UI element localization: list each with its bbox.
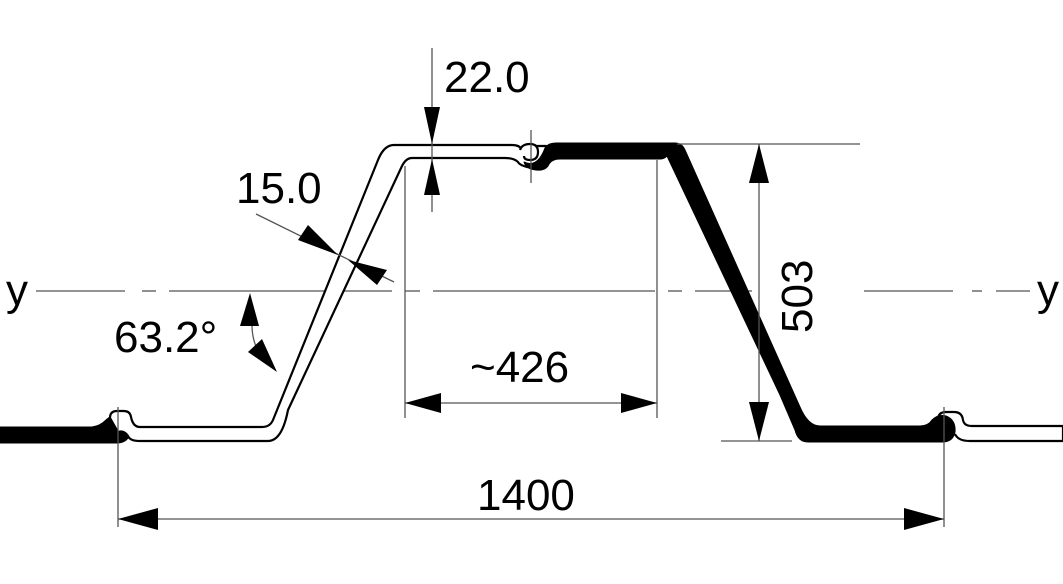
dimension-web-angle: 63.2°: [114, 293, 277, 372]
height-value: 503: [773, 260, 822, 333]
web-thickness-value: 15.0: [236, 164, 322, 213]
dimension-system-width: 1400: [118, 471, 944, 530]
main-pile-solid: [523, 142, 956, 443]
neutral-axis: y y: [6, 266, 1059, 315]
dimension-flange-width: ~426: [404, 160, 658, 418]
dimension-flange-thickness: 22.0: [424, 48, 530, 212]
flange-width-value: ~426: [470, 343, 569, 392]
interlock-markers: [117, 130, 945, 527]
outlined-pile: [108, 142, 1063, 443]
web-angle-value: 63.2°: [114, 313, 217, 362]
dimension-web-thickness: 15.0: [236, 164, 395, 285]
system-width-value: 1400: [477, 471, 575, 520]
dimension-height: 503: [677, 143, 860, 442]
flange-thickness-value: 22.0: [444, 53, 530, 102]
axis-label-right: y: [1037, 266, 1059, 315]
axis-label-left: y: [6, 266, 28, 315]
